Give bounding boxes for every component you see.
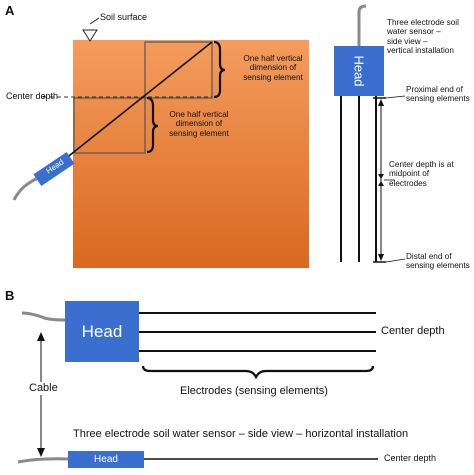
lower-half-line-1: One half vertical [169,110,229,119]
vertical-cable [357,4,367,46]
vertical-head: Head [334,46,384,96]
distal-line-2: sensing elements [406,261,470,271]
vertical-head-label: Head [351,55,367,87]
bottom-head-label: Head [94,454,118,465]
vertical-title-line-4: vertical installation [387,46,454,56]
panel-a-label: A [5,3,15,18]
center-mid-marker-1 [378,174,384,179]
horizontal-cable [21,311,66,322]
panel-b-label: B [5,288,15,303]
proximal-label: Proximal end of sensing elements [406,85,470,104]
upper-half-label: One half vertical dimension of sensing e… [230,54,316,82]
center-arrow-up [378,99,384,106]
center-depth-label-a: Center depth [6,91,59,101]
center-mid-line-2: midpoint of [389,169,430,179]
distal-leader [385,258,406,263]
horizontal-head: Head [65,301,139,362]
vertical-title-line-2: water sensor – [387,27,441,37]
bottom-cable [17,457,69,464]
center-arrow-down [378,254,384,261]
proximal-line-2: sensing elements [406,94,470,104]
soil-surface-label: Soil surface [100,12,148,22]
upper-half-line-3: sensing element [243,72,303,82]
bottom-head: Head [68,451,144,468]
upper-half-line-1: One half vertical [243,54,303,63]
proximal-leader [385,95,406,99]
center-mid-line-1: Center depth is at [389,160,454,169]
lower-brace [146,96,159,154]
proximal-line-1: Proximal end of [406,85,463,94]
distal-label: Distal end of sensing elements [406,252,470,271]
electrodes-label: Electrodes (sensing elements) [180,385,328,397]
center-mid-marker-2 [378,181,384,186]
tilted-cable [12,176,39,201]
center-midpoint-label: Center depth is at midpoint of electrode… [389,160,454,188]
lower-half-line-3: sensing element [169,128,229,138]
vertical-sensor-title: Three electrode soil water sensor – side… [387,18,459,56]
center-depth-label-b: Center depth [381,325,445,337]
upper-brace [213,40,226,99]
cable-label: Cable [27,382,60,395]
vertical-title-line-3: side view – [387,36,428,46]
vertical-title-line-1: Three electrode soil [387,18,459,27]
upper-sensing-square [144,41,213,99]
soil-surface-leader [89,17,100,25]
soil-block [73,40,309,268]
diagonal-electrode [59,41,213,164]
cable-arrow-up [37,332,45,341]
distal-line-1: Distal end of [406,252,452,261]
horizontal-title: Three electrode soil water sensor – side… [73,428,409,440]
soil-surface-marker [82,29,98,42]
horizontal-head-label: Head [81,321,123,341]
lower-half-label: One half vertical dimension of sensing e… [156,110,242,138]
tilted-head [33,152,75,186]
center-depth-label-bottom: Center depth [384,453,437,463]
lower-half-line-2: dimension of [175,119,223,129]
electrodes-brace [141,365,375,380]
lower-sensing-square [73,97,146,154]
center-mid-line-3: electrodes [389,178,427,188]
cable-arrow-down [37,448,45,457]
upper-half-line-2: dimension of [249,63,297,73]
